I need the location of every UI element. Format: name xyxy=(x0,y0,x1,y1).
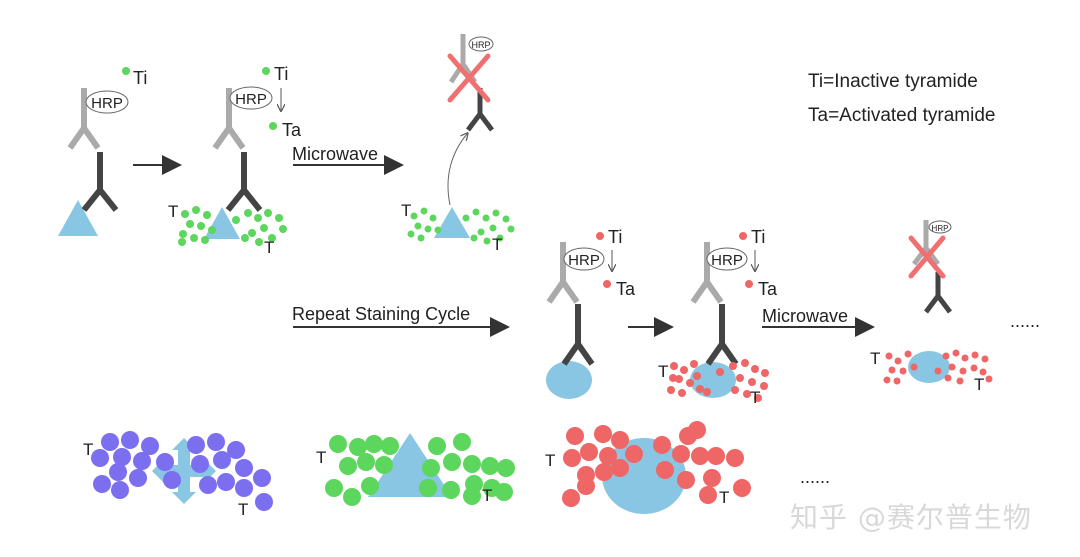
tissue-label: T xyxy=(238,500,248,519)
repeat-label: Repeat Staining Cycle xyxy=(292,304,470,324)
hrp-label: HRP xyxy=(711,252,743,269)
hrp-enzyme xyxy=(85,90,129,114)
secondary-antibody xyxy=(690,242,724,304)
tissue-label: T xyxy=(168,202,178,221)
legend-ta: Ta=Activated tyramide xyxy=(808,105,996,126)
continuation-ellipsis: ...... xyxy=(1010,311,1040,331)
ta-label: Ta xyxy=(758,279,778,299)
continuation-ellipsis: ...... xyxy=(800,467,830,487)
ta-dot xyxy=(269,122,277,130)
tissue-label: T xyxy=(545,451,555,470)
hrp-label: HRP xyxy=(471,40,490,50)
ti-dot xyxy=(739,232,747,240)
tissue-label: T xyxy=(870,349,880,368)
purple-deposit xyxy=(91,431,273,511)
ti-label: Ti xyxy=(133,68,147,88)
ti-dot xyxy=(122,67,130,75)
watermark: 知乎 @赛尔普生物 xyxy=(790,501,1032,534)
tissue-label: T xyxy=(83,440,93,459)
tissue-label: T xyxy=(492,235,502,254)
ti-dot xyxy=(262,67,270,75)
panel-4-second-cycle: HRP Ti Ta xyxy=(546,227,636,399)
tissue-label: T xyxy=(401,201,411,220)
antigen-circle xyxy=(690,362,736,398)
ta-label: Ta xyxy=(282,120,302,140)
hrp-enzyme xyxy=(468,36,494,52)
primary-antibody xyxy=(561,304,595,366)
ta-label: Ta xyxy=(616,279,636,299)
legend-ti: Ti=Inactive tyramide xyxy=(808,71,978,92)
result-green-triangle: T T xyxy=(316,433,515,506)
green-deposit xyxy=(407,207,515,245)
primary-antibody xyxy=(225,152,263,212)
green-deposit xyxy=(178,206,287,246)
ti-dot xyxy=(596,232,604,240)
result-red-circle: T T xyxy=(545,421,751,514)
red-deposit xyxy=(883,349,993,385)
hrp-enzyme xyxy=(706,247,748,271)
tissue-label: T xyxy=(482,486,492,505)
cross-antigen xyxy=(152,438,216,504)
antigen-circle xyxy=(908,351,950,383)
antigen-circle xyxy=(602,438,686,514)
panel-6-stripping: HRP T T xyxy=(870,220,993,394)
release-arrow xyxy=(447,134,467,206)
antigen-circle xyxy=(546,361,592,399)
antigen-triangle xyxy=(58,200,98,236)
hrp-label: HRP xyxy=(932,224,949,233)
tissue-label: T xyxy=(658,362,668,381)
hrp-label: HRP xyxy=(235,91,267,108)
ti-label: Ti xyxy=(274,64,288,84)
primary-antibody xyxy=(924,272,952,314)
primary-antibody xyxy=(81,152,119,212)
result-purple-cross: T T xyxy=(83,431,273,519)
ta-dot xyxy=(603,280,611,288)
panel-3-stripping: HRP T T xyxy=(401,34,515,254)
secondary-antibody xyxy=(212,88,246,150)
ta-dot xyxy=(745,280,753,288)
hrp-enzyme xyxy=(563,247,605,271)
cross-mark xyxy=(447,53,491,103)
green-deposit xyxy=(325,433,515,506)
cross-mark xyxy=(908,235,946,279)
tissue-label: T xyxy=(750,388,760,407)
secondary-antibody xyxy=(67,88,101,150)
red-deposit xyxy=(562,421,751,507)
tissue-label: T xyxy=(719,488,729,507)
tissue-label: T xyxy=(316,448,326,467)
secondary-antibody xyxy=(546,242,580,304)
ti-label: Ti xyxy=(608,227,622,247)
panel-2-activation: HRP Ti Ta T T xyxy=(168,64,302,257)
tissue-label: T xyxy=(264,238,274,257)
antigen-triangle xyxy=(434,207,470,238)
hrp-enzyme xyxy=(229,86,273,110)
red-deposit xyxy=(667,359,769,402)
microwave-label: Microwave xyxy=(762,306,848,326)
hrp-enzyme xyxy=(928,220,952,234)
ti-label: Ti xyxy=(751,227,765,247)
hrp-label: HRP xyxy=(91,95,123,112)
primary-antibody xyxy=(705,304,739,366)
microwave-label: Microwave xyxy=(292,144,378,164)
tissue-label: T xyxy=(974,375,984,394)
panel-5-red-deposition: HRP Ti Ta T T xyxy=(658,227,778,407)
panel-1-antibody-complex: HRP Ti xyxy=(58,67,147,236)
hrp-label: HRP xyxy=(568,252,600,269)
